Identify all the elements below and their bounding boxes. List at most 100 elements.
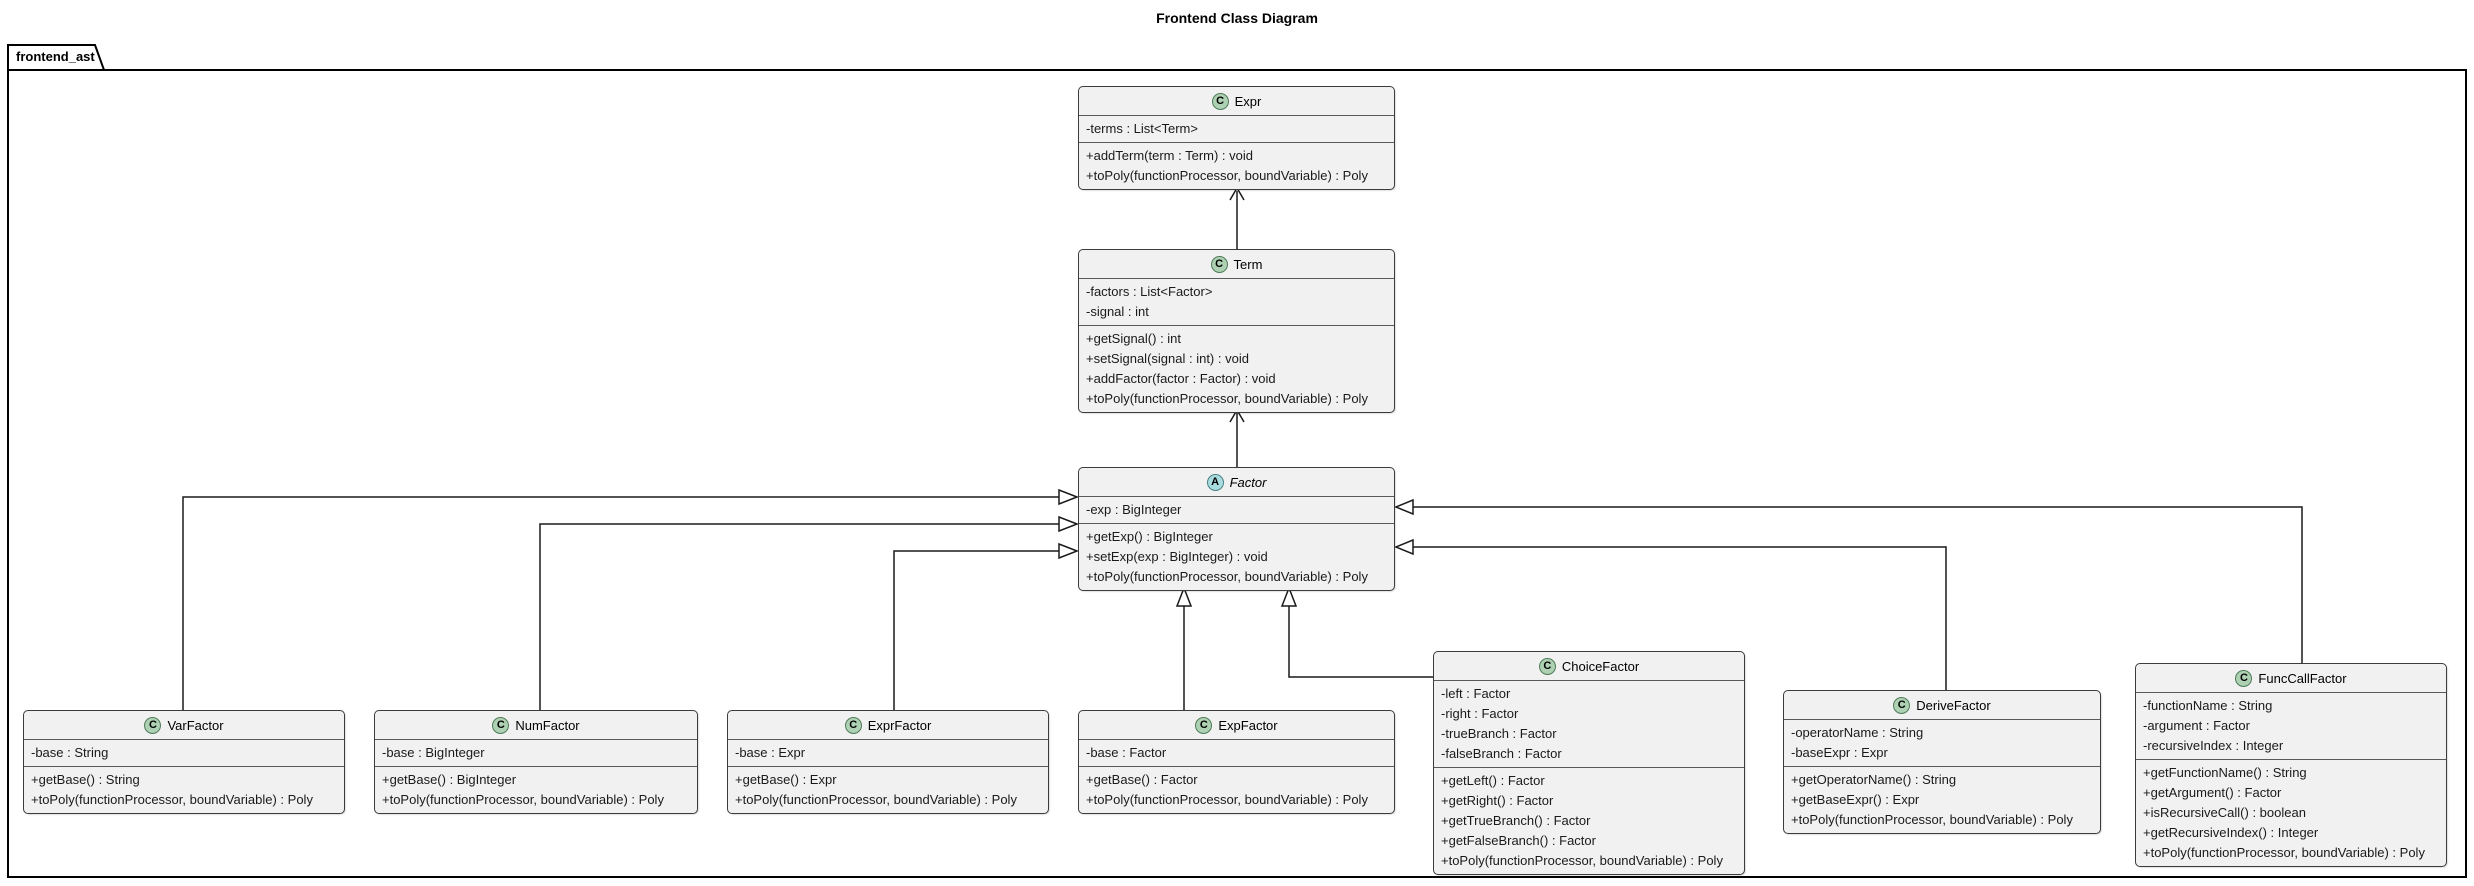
attribute: -operatorName : String bbox=[1791, 725, 1924, 740]
attribute: -base : Factor bbox=[1086, 745, 1167, 760]
method: +getRecursiveIndex() : Integer bbox=[2143, 825, 2319, 840]
method: +getBase() : Factor bbox=[1086, 772, 1198, 787]
class-name: Expr bbox=[1234, 93, 1262, 109]
methods-section: +getBase() : Factor +toPoly(functionProc… bbox=[1079, 767, 1394, 813]
method: +getFalseBranch() : Factor bbox=[1441, 833, 1596, 848]
class-box-derivefactor: C DeriveFactor -operatorName : String -b… bbox=[1783, 690, 2101, 834]
package-frame-tab bbox=[7, 44, 105, 71]
class-badge-icon: C bbox=[1211, 92, 1229, 110]
package-frame-rect bbox=[7, 69, 2467, 878]
attribute: -functionName : String bbox=[2143, 698, 2273, 713]
attribute: -signal : int bbox=[1086, 304, 1149, 319]
method: +setSignal(signal : int) : void bbox=[1086, 351, 1249, 366]
class-header: C VarFactor bbox=[24, 711, 344, 740]
hollow-triangle-icon bbox=[1394, 498, 1414, 516]
class-box-varfactor: C VarFactor -base : String +getBase() : … bbox=[23, 710, 345, 814]
class-box-exprfactor: C ExprFactor -base : Expr +getBase() : E… bbox=[727, 710, 1049, 814]
class-badge-icon: C bbox=[844, 716, 862, 734]
class-box-choicefactor: C ChoiceFactor -left : Factor -right : F… bbox=[1433, 651, 1745, 875]
edge-term-to-expr bbox=[1229, 186, 1245, 249]
class-name: VarFactor bbox=[167, 717, 224, 733]
method: +setExp(exp : BigInteger) : void bbox=[1086, 549, 1268, 564]
class-header: C ExpFactor bbox=[1079, 711, 1394, 740]
attribute: -base : BigInteger bbox=[382, 745, 485, 760]
method: +toPoly(functionProcessor, boundVariable… bbox=[1791, 812, 2073, 827]
method: +getOperatorName() : String bbox=[1791, 772, 1957, 787]
attributes-section: -base : BigInteger bbox=[375, 740, 697, 767]
class-badge-icon: C bbox=[1538, 657, 1556, 675]
hollow-triangle-icon bbox=[1280, 585, 1298, 607]
edge-varfactor-to-factor bbox=[182, 488, 1080, 710]
class-name: ExprFactor bbox=[867, 717, 932, 733]
attribute: -baseExpr : Expr bbox=[1791, 745, 1888, 760]
class-badge-icon: C bbox=[1893, 696, 1911, 714]
class-box-expfactor: C ExpFactor -base : Factor +getBase() : … bbox=[1078, 710, 1395, 814]
attributes-section: -base : Expr bbox=[728, 740, 1048, 767]
class-name: NumFactor bbox=[515, 717, 580, 733]
class-header: C NumFactor bbox=[375, 711, 697, 740]
attributes-section: -terms : List<Term> bbox=[1079, 116, 1394, 143]
class-header: C Expr bbox=[1079, 87, 1394, 116]
method: +toPoly(functionProcessor, boundVariable… bbox=[382, 792, 664, 807]
method: +getTrueBranch() : Factor bbox=[1441, 813, 1591, 828]
hollow-triangle-icon bbox=[1058, 488, 1080, 506]
diagram-title: Frontend Class Diagram bbox=[1156, 10, 1318, 26]
methods-section: +getLeft() : Factor +getRight() : Factor… bbox=[1434, 768, 1744, 874]
method: +getExp() : BigInteger bbox=[1086, 529, 1213, 544]
class-header: C ChoiceFactor bbox=[1434, 652, 1744, 681]
abstract-badge-icon: A bbox=[1206, 473, 1224, 491]
class-box-numfactor: C NumFactor -base : BigInteger +getBase(… bbox=[374, 710, 698, 814]
package-name-label: frontend_ast bbox=[16, 49, 95, 64]
class-header: C DeriveFactor bbox=[1784, 691, 2100, 720]
methods-section: +getBase() : String +toPoly(functionProc… bbox=[24, 767, 344, 813]
method: +addFactor(factor : Factor) : void bbox=[1086, 371, 1276, 386]
class-name: FuncCallFactor bbox=[2258, 670, 2347, 686]
class-badge-icon: C bbox=[492, 716, 510, 734]
method: +getArgument() : Factor bbox=[2143, 785, 2282, 800]
methods-section: +getBase() : Expr +toPoly(functionProces… bbox=[728, 767, 1048, 813]
attribute: -trueBranch : Factor bbox=[1441, 726, 1557, 741]
method: +getBase() : String bbox=[31, 772, 140, 787]
attribute: -base : String bbox=[31, 745, 109, 760]
attributes-section: -base : Factor bbox=[1079, 740, 1394, 767]
attribute: -exp : BigInteger bbox=[1086, 502, 1182, 517]
method: +toPoly(functionProcessor, boundVariable… bbox=[2143, 845, 2425, 860]
class-name: ChoiceFactor bbox=[1561, 658, 1640, 674]
method: +getBase() : Expr bbox=[735, 772, 837, 787]
package-frame bbox=[7, 44, 2467, 878]
attribute: -terms : List<Term> bbox=[1086, 121, 1198, 136]
methods-section: +getExp() : BigInteger +setExp(exp : Big… bbox=[1079, 524, 1394, 590]
edge-numfactor-to-factor bbox=[539, 515, 1080, 710]
methods-section: +addTerm(term : Term) : void +toPoly(fun… bbox=[1079, 143, 1394, 189]
attributes-section: -base : String bbox=[24, 740, 344, 767]
method: +toPoly(functionProcessor, boundVariable… bbox=[31, 792, 313, 807]
attribute: -right : Factor bbox=[1441, 706, 1519, 721]
methods-section: +getOperatorName() : String +getBaseExpr… bbox=[1784, 767, 2100, 833]
attribute: -falseBranch : Factor bbox=[1441, 746, 1562, 761]
attribute: -recursiveIndex : Integer bbox=[2143, 738, 2284, 753]
method: +getRight() : Factor bbox=[1441, 793, 1554, 808]
edge-exprfactor-to-factor bbox=[893, 542, 1080, 710]
class-badge-icon: C bbox=[1195, 716, 1213, 734]
class-name: Factor bbox=[1229, 474, 1267, 490]
class-header: C ExprFactor bbox=[728, 711, 1048, 740]
attributes-section: -functionName : String -argument : Facto… bbox=[2136, 693, 2446, 760]
class-header: C FuncCallFactor bbox=[2136, 664, 2446, 693]
attribute: -argument : Factor bbox=[2143, 718, 2250, 733]
method: +getBase() : BigInteger bbox=[382, 772, 517, 787]
attributes-section: -factors : List<Factor> -signal : int bbox=[1079, 279, 1394, 326]
class-badge-icon: C bbox=[144, 716, 162, 734]
method: +isRecursiveCall() : boolean bbox=[2143, 805, 2306, 820]
hollow-triangle-icon bbox=[1058, 542, 1080, 560]
class-name: DeriveFactor bbox=[1916, 697, 1991, 713]
edge-choicefactor-to-factor bbox=[1280, 585, 1433, 678]
hollow-triangle-icon bbox=[1175, 585, 1193, 607]
method: +getBaseExpr() : Expr bbox=[1791, 792, 1920, 807]
attributes-section: -exp : BigInteger bbox=[1079, 497, 1394, 524]
method: +toPoly(functionProcessor, boundVariable… bbox=[1086, 792, 1368, 807]
class-name: Term bbox=[1233, 256, 1263, 272]
class-badge-icon: C bbox=[2235, 669, 2253, 687]
attributes-section: -left : Factor -right : Factor -trueBran… bbox=[1434, 681, 1744, 768]
